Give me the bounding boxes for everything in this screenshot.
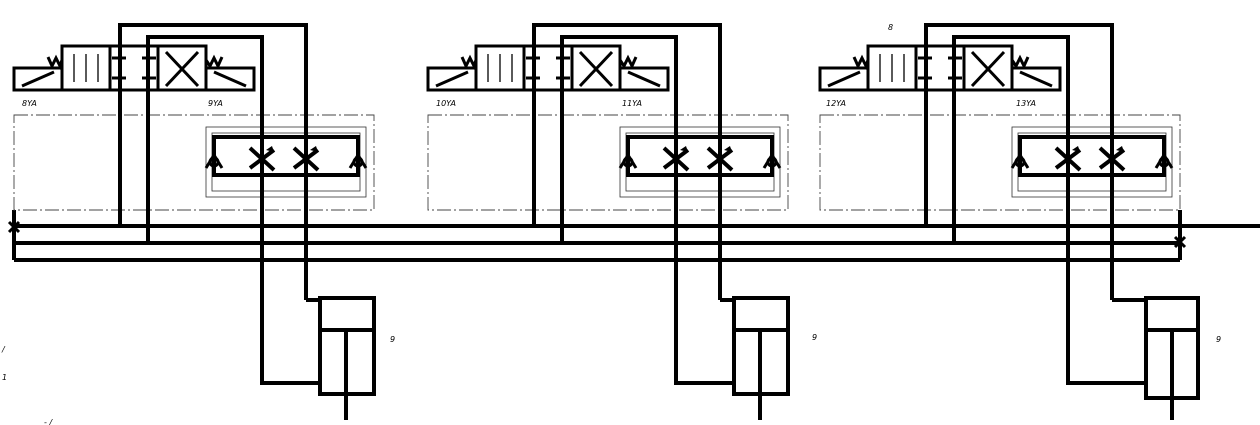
left-spring xyxy=(460,54,478,70)
hydraulic-unit-2: 10YA 11YA xyxy=(426,23,817,420)
right-spring xyxy=(1010,54,1030,70)
directional-valve xyxy=(12,44,256,92)
main-pipelines xyxy=(7,210,1260,262)
throttle-check-valve xyxy=(618,126,782,198)
unit-pipelines xyxy=(118,23,320,385)
valve-top-mark: 8 xyxy=(888,23,893,32)
cylinder-label: 9 xyxy=(1216,335,1221,344)
unit-pipelines xyxy=(532,23,734,385)
hydraulic-cylinder xyxy=(318,296,376,420)
directional-valve xyxy=(426,44,670,92)
right-coil-label: 11YA xyxy=(622,99,642,108)
left-spring xyxy=(852,54,870,70)
cylinder-label: 9 xyxy=(812,333,817,342)
hydraulic-cylinder xyxy=(732,296,790,420)
margin-mark-3: - / xyxy=(44,418,53,425)
right-coil-label: 9YA xyxy=(208,99,223,108)
throttle-check-valve xyxy=(1010,126,1174,198)
right-solenoid xyxy=(1010,66,1062,92)
subplate-boundary xyxy=(427,114,789,211)
left-coil-label: 10YA xyxy=(436,99,456,108)
hydraulic-cylinder xyxy=(1144,296,1200,420)
left-spring xyxy=(46,54,64,70)
margin-mark-2: 1 xyxy=(2,373,7,382)
subplate-boundary xyxy=(819,114,1181,211)
left-cross-mark xyxy=(7,220,21,234)
left-coil-label: 12YA xyxy=(826,99,846,108)
right-spring xyxy=(204,54,224,70)
right-coil-label: 13YA xyxy=(1016,99,1036,108)
right-solenoid xyxy=(204,66,256,92)
left-coil-label: 8YA xyxy=(22,99,37,108)
hydraulic-unit-3: 12YA 13YA 8 xyxy=(818,23,1221,420)
right-spring xyxy=(618,54,638,70)
hydraulic-unit-1: 8YA 9YA xyxy=(12,23,395,420)
throttle-check-valve xyxy=(204,126,368,198)
margin-mark-1: / xyxy=(1,345,6,354)
right-cross-mark xyxy=(1173,235,1187,249)
directional-valve xyxy=(818,44,1062,92)
unit-pipelines xyxy=(924,23,1146,385)
subplate-boundary xyxy=(13,114,375,211)
right-solenoid xyxy=(618,66,670,92)
cylinder-label: 9 xyxy=(390,335,395,344)
